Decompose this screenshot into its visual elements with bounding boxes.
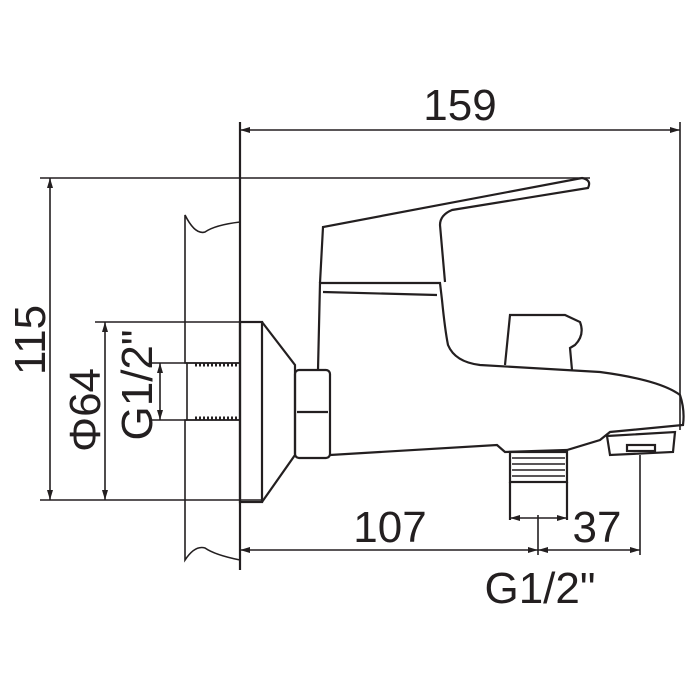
- wall-section: [184, 214, 241, 563]
- dim-flange-diameter-label: Φ64: [61, 368, 110, 452]
- dim-height-label: 115: [6, 305, 55, 375]
- dimension-lines: [40, 122, 681, 555]
- dim-spout-offset-label: 37: [573, 503, 622, 552]
- dim-outlet-offset-label: 107: [353, 503, 426, 552]
- nut: [293, 368, 332, 460]
- dim-wall-thread-label: G1/2": [113, 329, 162, 440]
- flange: [238, 320, 297, 504]
- mixer-body: [316, 176, 685, 520]
- dim-outlet-thread-label: G1/2": [484, 564, 595, 613]
- dim-length-label: 159: [423, 81, 496, 130]
